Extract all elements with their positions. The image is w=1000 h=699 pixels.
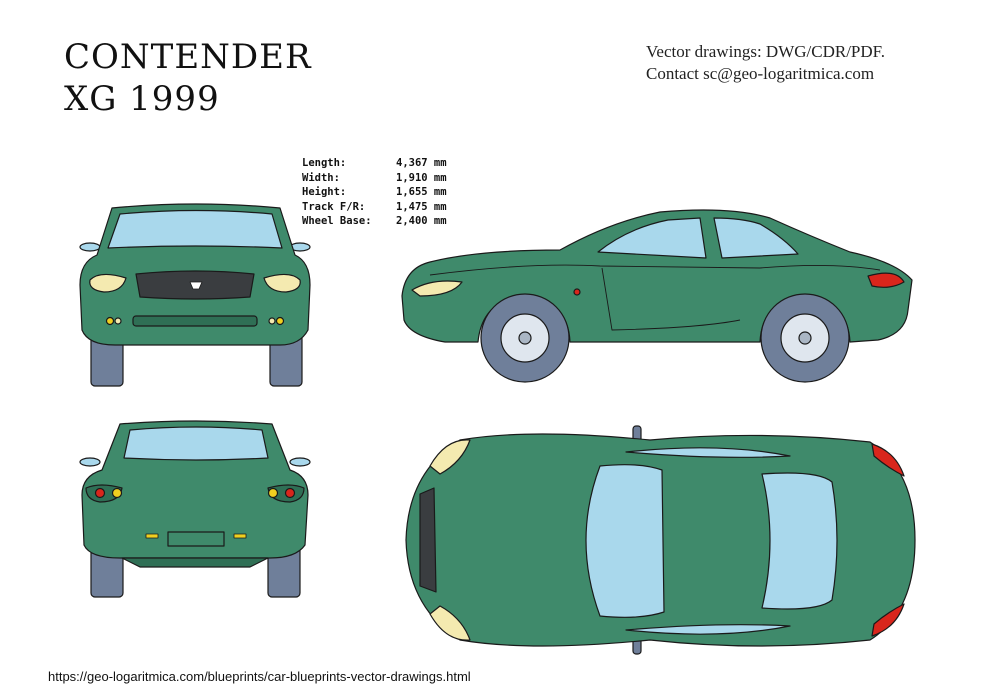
front-view <box>79 203 311 387</box>
indicator-left <box>111 487 123 499</box>
rear-diffuser <box>121 557 269 568</box>
top-tail-light-upper <box>871 443 905 477</box>
side-marker-light <box>573 288 581 296</box>
top-side-glass-upper <box>625 447 791 458</box>
front-hub <box>518 331 532 345</box>
spec-label: Track F/R: <box>302 200 366 213</box>
side-crease-line <box>429 264 881 276</box>
rear-mirror-right <box>289 457 311 467</box>
indicator-right <box>267 487 279 499</box>
side-window-rear <box>713 217 799 259</box>
side-view <box>401 209 913 383</box>
front-headlight-right <box>263 273 301 293</box>
spec-value: 1,475 mm <box>396 200 447 213</box>
rear-view <box>79 420 311 598</box>
specs-table: Length: 4,367 mm Width: 1,910 mm Height: 1,… <box>302 156 447 229</box>
mirror-left <box>79 242 101 252</box>
top-headlight-lower <box>429 605 471 641</box>
top-grille <box>419 487 437 593</box>
reflector-left <box>145 533 159 539</box>
spec-value: 4,367 mm <box>396 157 447 169</box>
spec-row: Height: 1,655 mm <box>302 185 447 200</box>
rear-mirror-left <box>79 457 101 467</box>
fog-lamp-right <box>275 316 285 326</box>
top-headlight-upper <box>429 439 471 475</box>
fog-lamp-left <box>105 316 115 326</box>
door-line <box>601 267 741 331</box>
contact-formats: Vector drawings: DWG/CDR/PDF. <box>646 42 885 61</box>
top-rear-window <box>761 472 838 610</box>
fog-lamp-left-2 <box>114 317 122 325</box>
tail-light-left <box>94 487 106 499</box>
rear-window <box>123 426 269 461</box>
fog-lamp-right-2 <box>268 317 276 325</box>
spec-label: Height: <box>302 186 347 198</box>
badge-icon <box>189 281 203 290</box>
front-windshield <box>107 209 283 249</box>
top-tail-light-lower <box>871 603 905 637</box>
title-model: CONTENDER <box>64 37 312 77</box>
spec-value: 2,400 mm <box>396 215 447 227</box>
top-side-glass-lower <box>625 624 791 635</box>
spec-label: Length: <box>302 157 347 169</box>
spec-row: Track F/R: 1,475 mm <box>302 200 447 215</box>
spec-label: Width: <box>302 171 340 184</box>
spec-label: Wheel Base: <box>302 215 372 227</box>
side-window-front <box>597 217 707 259</box>
rear-hub <box>798 331 812 345</box>
reflector-right <box>233 533 247 539</box>
side-tail-light <box>867 272 905 288</box>
front-headlight-left <box>89 273 127 293</box>
spec-row: Width: 1,910 mm <box>302 171 447 186</box>
side-headlight <box>411 280 463 297</box>
spec-row: Length: 4,367 mm <box>302 156 447 171</box>
top-windshield <box>585 464 665 618</box>
contact-email: Contact sc@geo-logaritmica.com <box>646 64 875 83</box>
tail-light-right <box>284 487 296 499</box>
title-year: XG 1999 <box>64 79 220 119</box>
license-plate <box>167 531 225 547</box>
top-view <box>405 425 916 655</box>
front-lower-intake <box>132 315 258 327</box>
footer-url: https://geo-logaritmica.com/blueprints/c… <box>48 669 471 684</box>
spec-value: 1,655 mm <box>396 186 447 198</box>
spec-value: 1,910 mm <box>396 171 447 184</box>
spec-row: Wheel Base: 2,400 mm <box>302 214 447 229</box>
